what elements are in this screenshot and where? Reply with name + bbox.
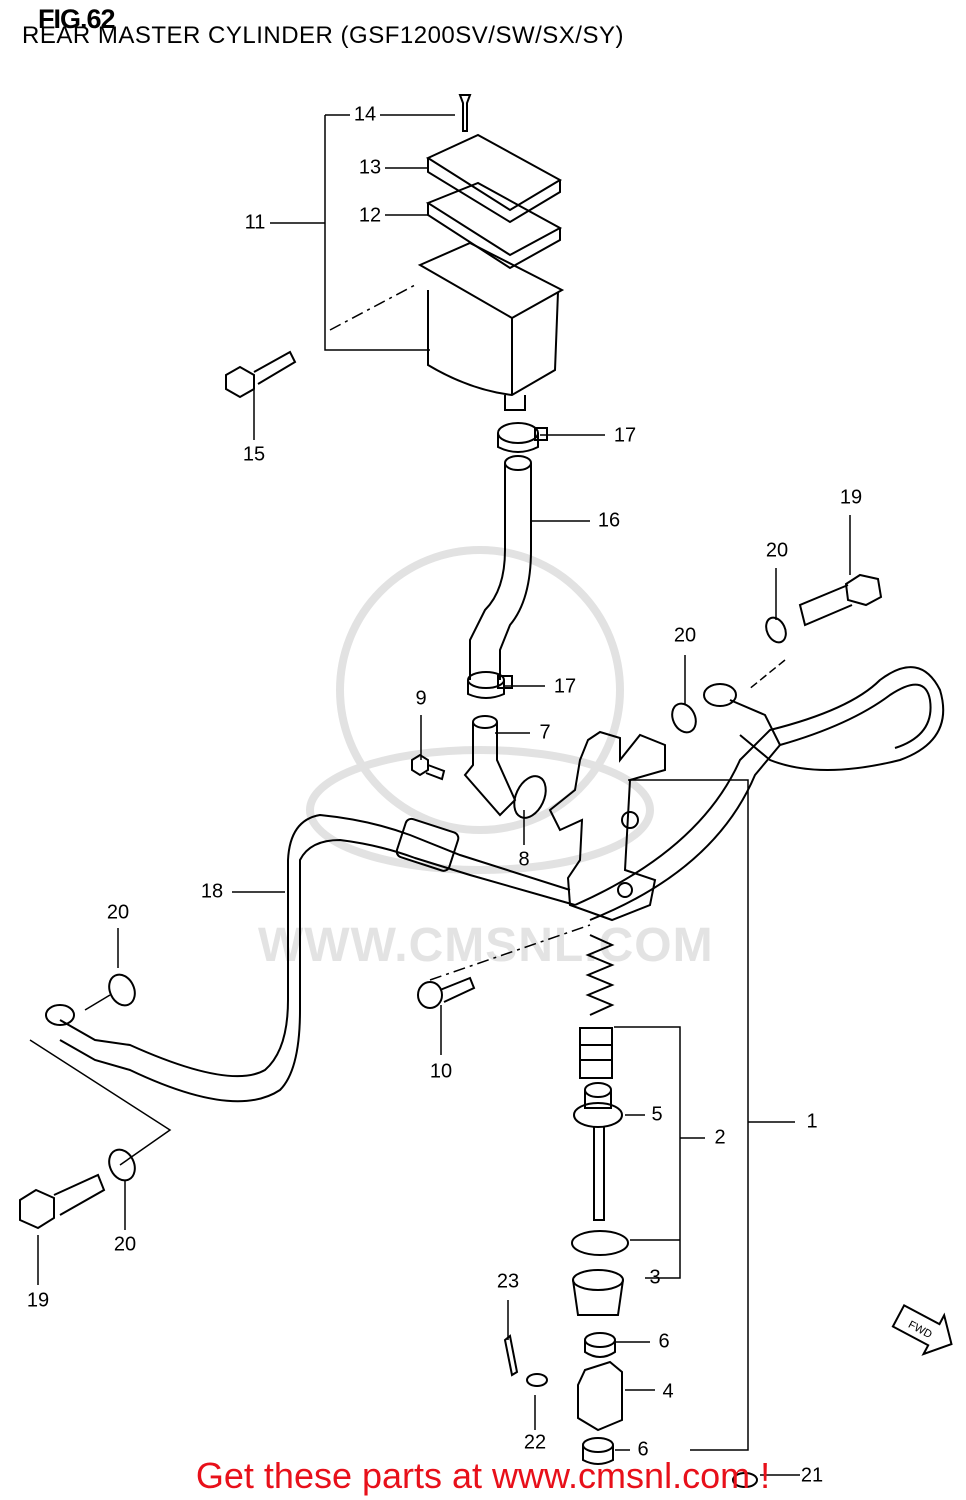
part-label-6-upper: 6: [658, 1330, 670, 1353]
part-label-13: 13: [358, 156, 382, 179]
washer-22: [526, 1373, 548, 1387]
part-label-22: 22: [523, 1431, 547, 1454]
part-label-2: 2: [714, 1126, 726, 1149]
nut-6-upper: [584, 1332, 616, 1358]
part-label-15: 15: [242, 443, 266, 466]
part-label-9: 9: [415, 687, 427, 710]
spring: [585, 934, 615, 1016]
part-label-20-b: 20: [673, 624, 697, 647]
clevis-4: [577, 1360, 623, 1432]
part-label-20-a: 20: [765, 539, 789, 562]
part-label-1: 1: [806, 1110, 818, 1133]
part-label-11: 11: [244, 211, 266, 234]
cotter-pin-23: [503, 1334, 519, 1377]
hose-clamp-17-lower: [467, 671, 513, 699]
part-label-4: 4: [662, 1380, 674, 1403]
piston-cup: [579, 1027, 613, 1079]
o-ring-8: [513, 775, 547, 819]
part-label-21: 21: [800, 1464, 824, 1487]
reservoir-hose-16: [469, 455, 532, 680]
part-label-12: 12: [358, 204, 382, 227]
part-label-23: 23: [496, 1270, 520, 1293]
part-label-20-c: 20: [106, 901, 130, 924]
part-label-16: 16: [597, 509, 621, 532]
circlip: [571, 1230, 629, 1256]
watermark: WWW.CMSNL.COM: [258, 919, 714, 972]
boot-3: [572, 1269, 624, 1316]
part-label-6-lower: 6: [637, 1438, 649, 1461]
part-label-10: 10: [429, 1060, 453, 1083]
part-label-18: 18: [200, 880, 224, 903]
hose-clamp-17-upper: [497, 422, 548, 453]
part-label-7: 7: [539, 721, 551, 744]
part-label-3: 3: [649, 1266, 661, 1289]
washer-20-group: [108, 616, 787, 1182]
leader-lines: [29, 114, 851, 1476]
reservoir: [417, 94, 565, 411]
fwd-arrow-icon: [891, 1303, 953, 1356]
part-label-20-d: 20: [113, 1233, 137, 1256]
part-label-14: 14: [353, 103, 377, 126]
part-label-17-lower: 17: [553, 675, 577, 698]
screw-9: [411, 753, 446, 781]
part-label-19-right: 19: [839, 486, 863, 509]
banjo-bolt-19-left: [19, 1173, 106, 1230]
hose-connector-7: [463, 715, 517, 817]
page-title: REAR MASTER CYLINDER (GSF1200SV/SW/SX/SY…: [22, 22, 624, 49]
screw-10: [417, 976, 476, 1009]
part-label-8: 8: [518, 848, 530, 871]
banjo-bolt-19-right: [798, 573, 883, 627]
part-label-5: 5: [651, 1103, 663, 1126]
footer-link[interactable]: Get these parts at www.cmsnl.com !: [195, 1455, 771, 1496]
figure-label: FIG.62: [38, 4, 116, 34]
brake-hose-18: [45, 666, 945, 1103]
pushrod-5: [573, 1082, 623, 1221]
master-cylinder-body: [548, 730, 666, 922]
part-label-17-upper: 17: [613, 424, 637, 447]
part-label-19-left: 19: [26, 1289, 50, 1312]
nut-6-lower: [582, 1437, 614, 1465]
pin-21: [732, 1472, 758, 1488]
watermark-logo: [306, 546, 654, 874]
bolt-15: [225, 350, 297, 399]
